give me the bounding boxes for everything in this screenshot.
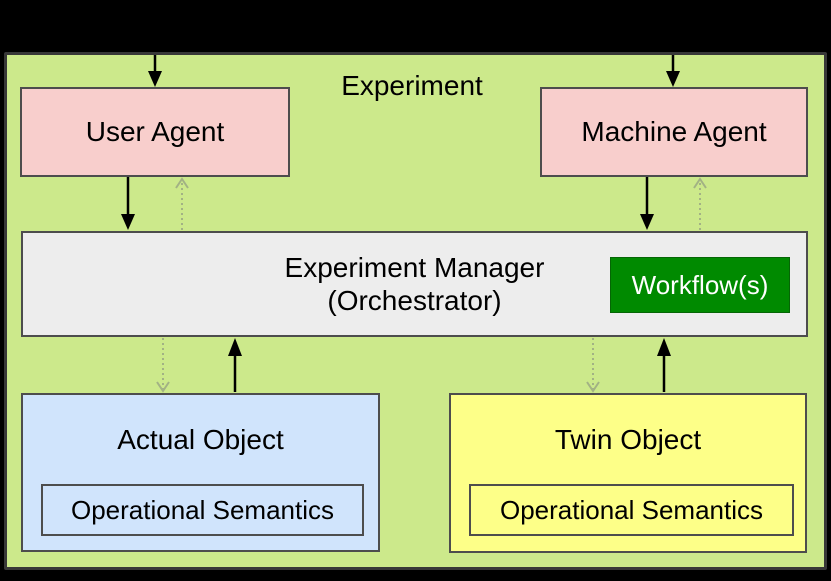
workflow-badge: Workflow(s)	[610, 257, 790, 313]
twin-operational-semantics-box: Operational Semantics	[469, 484, 794, 536]
workflow-label: Workflow(s)	[631, 269, 769, 300]
machine-agent-label: Machine Agent	[581, 116, 767, 147]
experiment-manager-node: Experiment Manager (Orchestrator)	[21, 231, 808, 337]
actual-operational-semantics-box: Operational Semantics	[41, 484, 364, 536]
experiment-title: Experiment	[341, 70, 483, 101]
user-agent-label: User Agent	[85, 116, 225, 147]
experiment-manager-label-line1: Experiment Manager	[284, 252, 545, 283]
actual-operational-semantics-label: Operational Semantics	[70, 494, 335, 525]
twin-object-label: Twin Object	[554, 423, 702, 455]
experiment-manager-label-line2: (Orchestrator)	[327, 285, 502, 316]
twin-operational-semantics-label: Operational Semantics	[499, 494, 764, 525]
actual-object-node: Actual Object Operational Semantics	[21, 393, 380, 552]
actual-object-label: Actual Object	[117, 423, 284, 455]
twin-object-node: Twin Object Operational Semantics	[449, 393, 807, 553]
machine-agent-node: Machine Agent	[540, 87, 808, 177]
user-agent-node: User Agent	[20, 87, 290, 177]
